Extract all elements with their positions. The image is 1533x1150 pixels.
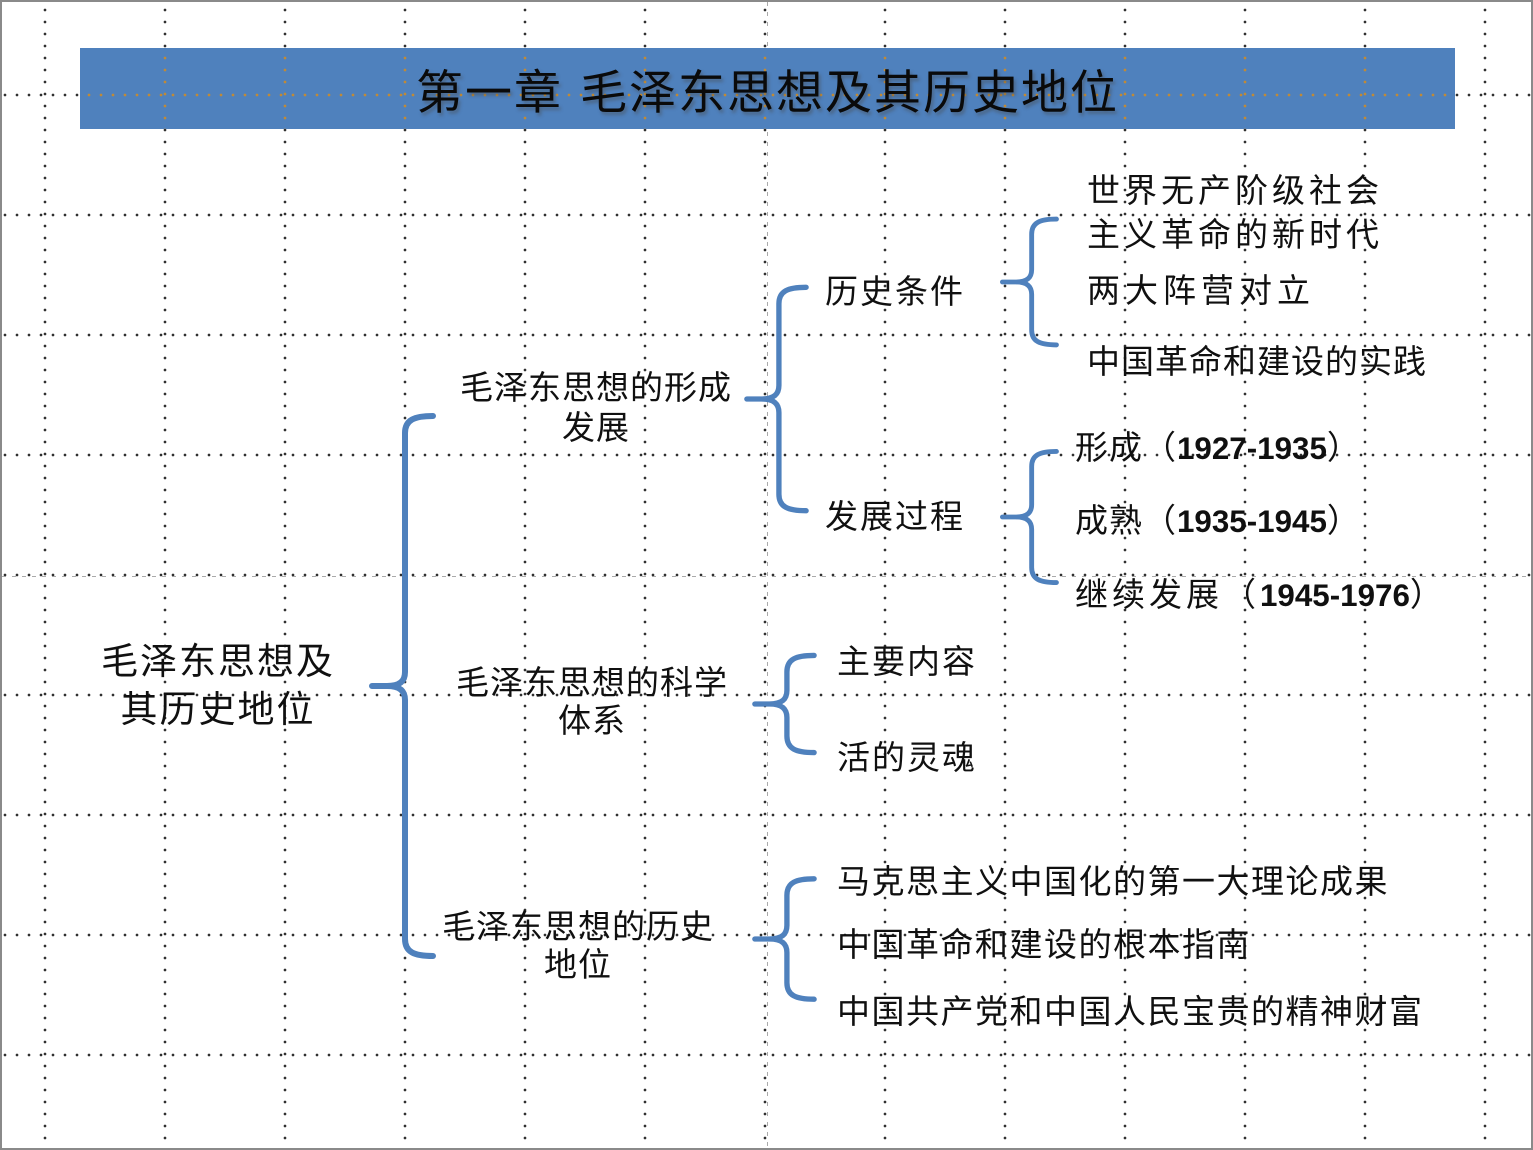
leaf-first-theoretical-achievement: 马克思主义中国化的第一大理论成果: [837, 862, 1389, 901]
leaf-proletarian-revolution-era: 世界无产阶级社会 主义革命的新时代: [1087, 169, 1383, 257]
leaf-continued-development-1945-1976: 继续发展（1945-1976）: [1075, 575, 1447, 614]
leaf-china-revolution-practice: 中国革命和建设的实践: [1087, 342, 1427, 381]
leaf-living-soul: 活的灵魂: [837, 738, 977, 777]
banner-grid-dots: [80, 48, 1455, 129]
horizontal-center-guide: [2, 576, 1531, 577]
vertical-center-guide: [767, 2, 768, 1148]
branch-scientific-line2: 体系: [558, 701, 626, 740]
leaf-main-content: 主要内容: [837, 642, 977, 681]
brace-formation-development: [744, 284, 809, 514]
title-banner: 第一章 毛泽东思想及其历史地位: [80, 48, 1455, 129]
brace-scientific-system: [752, 652, 817, 756]
slide-title: 第一章 毛泽东思想及其历史地位: [416, 66, 1119, 121]
branch-historical-status: 毛泽东思想的历史 地位: [442, 908, 714, 984]
leaf-fundamental-guide: 中国革命和建设的根本指南: [837, 925, 1251, 964]
node-historical-conditions: 历史条件: [825, 272, 965, 311]
branch-formation-line2: 发展: [562, 408, 630, 447]
root-node: 毛泽东思想及 其历史地位: [101, 638, 335, 734]
node-development-process: 发展过程: [825, 497, 965, 536]
leaf-maturity-1935-1945: 成熟（1935-1945）: [1075, 501, 1361, 540]
leaf-line2: 主义革命的新时代: [1087, 215, 1383, 254]
branch-formation-line1: 毛泽东思想的形成: [460, 368, 732, 407]
leaf-two-camps-opposition: 两大阵营对立: [1087, 271, 1315, 310]
brace-historical-status: [752, 876, 817, 1002]
brace-historical-conditions: [999, 216, 1059, 348]
root-node-line1: 毛泽东思想及: [101, 640, 335, 683]
leaf-formation-1927-1935: 形成（1927-1935）: [1075, 428, 1361, 467]
branch-formation-development: 毛泽东思想的形成 发展: [460, 368, 732, 448]
brace-root: [369, 413, 436, 959]
branch-scientific-line1: 毛泽东思想的科学: [456, 663, 728, 702]
branch-status-line2: 地位: [544, 945, 612, 984]
brace-development-process: [999, 449, 1059, 585]
leaf-line1: 世界无产阶级社会: [1087, 171, 1383, 210]
root-node-line2: 其历史地位: [120, 688, 316, 731]
leaf-precious-spiritual-wealth: 中国共产党和中国人民宝贵的精神财富: [837, 992, 1424, 1031]
branch-scientific-system: 毛泽东思想的科学 体系: [456, 664, 728, 740]
branch-status-line1: 毛泽东思想的历史: [442, 907, 714, 946]
